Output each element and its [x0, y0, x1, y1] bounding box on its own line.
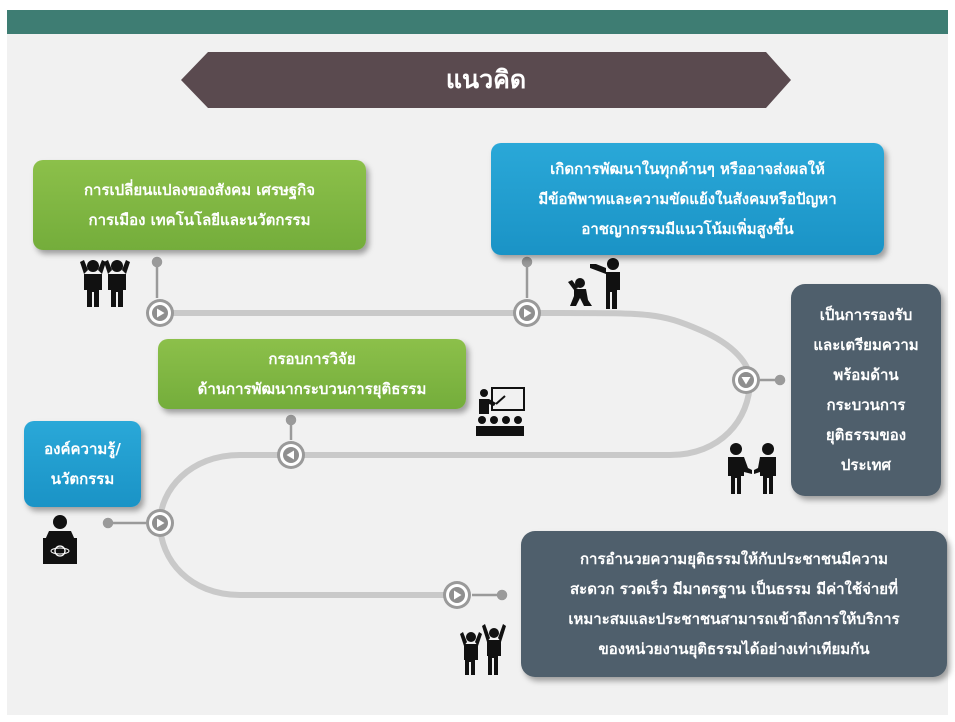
- box-line: การเมือง เทคโนโลยีและนวัตกรรม: [88, 211, 311, 229]
- box-line: อาชญากรรมมีแนวโน้มเพิ่มสูงขึ้น: [581, 220, 794, 238]
- box-line: มีข้อพิพาทและความขัดแย้งในสังคมหรือปัญหา: [538, 190, 837, 208]
- research-framework-box: กรอบการวิจัย ด้านการพัฒนากระบวนการยุติธร…: [158, 339, 466, 409]
- preparedness-box: เป็นการรองรับ และเตรียมความ พร้อมด้าน กร…: [791, 284, 941, 496]
- box-line: พร้อมด้าน: [833, 366, 899, 384]
- box-line: เป็นการรองรับ: [819, 306, 913, 324]
- box-line: ด้านการพัฒนากระบวนการยุติธรรม: [197, 380, 427, 398]
- box-line: องค์ความรู้/: [44, 440, 121, 458]
- social-change-box: การเปลี่ยนแปลงของสังคม เศรษฐกิจ การเมือง…: [33, 160, 366, 250]
- marker-2: [513, 299, 541, 327]
- justice-access-box: การอำนวยความยุติธรรมให้กับประชาชนมีความ …: [521, 531, 947, 677]
- page-title: แนวคิด: [445, 65, 527, 94]
- box-line: ยุติธรรมของ: [825, 426, 907, 444]
- title-banner: [181, 52, 791, 108]
- box-line: สะดวก รวดเร็ว มีมาตรฐาน เป็นธรรม มีค่าใช…: [570, 580, 898, 598]
- development-conflict-box: เกิดการพัฒนาในทุกด้านๆ หรืออาจส่งผลให้ ม…: [491, 143, 884, 255]
- celebrating-people-icon: [460, 624, 506, 675]
- marker-3: [732, 366, 760, 394]
- marker-5: [146, 509, 174, 537]
- stressed-people-icon: [80, 260, 130, 307]
- marker-4: [277, 441, 305, 469]
- box-line: ประเทศ: [840, 456, 892, 474]
- box-line: เกิดการพัฒนาในทุกด้านๆ หรืออาจส่งผลให้: [550, 160, 825, 178]
- teacher-presentation-icon: [476, 387, 525, 436]
- box-line: นวัตกรรม: [50, 470, 115, 488]
- box-line: การอำนวยความยุติธรรมให้กับประชาชนมีความ: [579, 550, 889, 568]
- box-line: กรอบการวิจัย: [268, 350, 356, 368]
- marker-6: [443, 581, 471, 609]
- connectors: [102, 256, 786, 601]
- box-line: เหมาะสมและประชาชนสามารถเข้าถึงการให้บริก…: [568, 610, 900, 628]
- scientist-icon: [43, 515, 77, 564]
- box-line: และเตรียมความ: [813, 336, 919, 354]
- timeline-path: [156, 310, 754, 598]
- top-bar: [7, 10, 948, 34]
- marker-1: [146, 299, 174, 327]
- box-line: กระบวนการ: [826, 396, 906, 414]
- knowledge-box: องค์ความรู้/ นวัตกรรม: [24, 421, 141, 507]
- handshake-icon: [728, 443, 776, 494]
- box-line: ของหน่วยงานยุติธรรมได้อย่างเท่าเทียมกัน: [598, 640, 870, 658]
- robbery-icon: [568, 258, 620, 309]
- box-line: การเปลี่ยนแปลงของสังคม เศรษฐกิจ: [83, 181, 316, 199]
